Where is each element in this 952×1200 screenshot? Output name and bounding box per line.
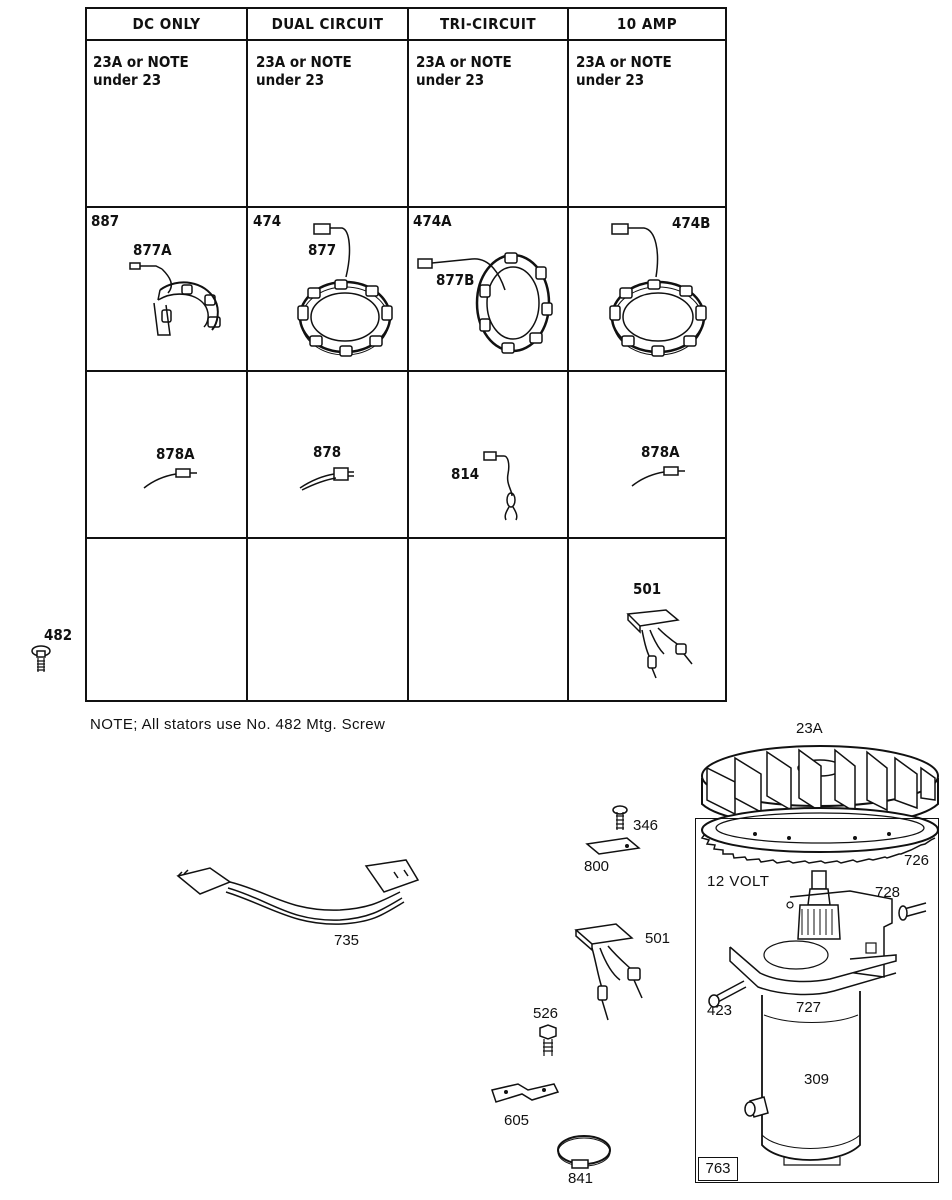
column-divider xyxy=(246,9,248,700)
header-dual-circuit: DUAL CIRCUIT xyxy=(271,15,384,33)
ring-gear-726-label: 726 xyxy=(904,852,930,869)
harness-part-number: 878 xyxy=(313,443,342,461)
harness-part-number: 878A xyxy=(156,445,195,463)
screw-526-drawing xyxy=(539,1024,557,1056)
stator-dc-only-drawing xyxy=(129,262,221,336)
flywheel-note: 23A or NOTE under 23 xyxy=(93,53,189,89)
header-tri-circuit: TRI-CIRCUIT xyxy=(439,15,537,33)
screw-482-label: 482 xyxy=(44,626,73,644)
screw-526-label: 526 xyxy=(533,1005,559,1022)
flywheel-23a-label: 23A xyxy=(796,720,823,737)
header-10-amp: 10 AMP xyxy=(616,15,678,33)
flywheel-note: 23A or NOTE under 23 xyxy=(416,53,512,89)
flywheel-note: 23A or NOTE under 23 xyxy=(256,53,352,89)
screw-346-label: 346 xyxy=(633,817,659,834)
harness-part-number: 878A xyxy=(641,443,680,461)
stator-tri-circuit-drawing xyxy=(417,252,553,354)
screw-346-drawing xyxy=(612,805,628,830)
motor-309-label: 309 xyxy=(804,1071,830,1088)
clip-605-label: 605 xyxy=(504,1112,530,1129)
harness-part-number: 814 xyxy=(451,465,480,483)
harness-878a-drawing xyxy=(143,468,197,489)
plate-800-drawing xyxy=(585,837,641,855)
flywheel-note: 23A or NOTE under 23 xyxy=(576,53,672,89)
starter-assembly-box xyxy=(695,818,939,1183)
harness-814-drawing xyxy=(483,451,518,521)
starter-voltage-label: 12 VOLT xyxy=(707,873,770,890)
stator-screw-note: NOTE; All stators use No. 482 Mtg. Screw xyxy=(90,716,386,733)
regulator-501-drawing xyxy=(574,923,643,1021)
clip-605-drawing xyxy=(491,1083,560,1103)
stator-dual-circuit-drawing xyxy=(297,223,393,357)
stator-lead-number: 877 xyxy=(308,241,337,259)
harness-878a-10amp-drawing xyxy=(631,466,685,487)
stator-lead-number: 877B xyxy=(436,271,475,289)
starter-box-763-label: 763 xyxy=(698,1157,738,1181)
clamp-841-drawing xyxy=(557,1135,611,1169)
stator-part-number: 474A xyxy=(413,212,452,230)
cord-735-label: 735 xyxy=(334,932,360,949)
stator-application-table: DC ONLY DUAL CIRCUIT TRI-CIRCUIT 10 AMP … xyxy=(85,7,727,702)
screw-482-drawing xyxy=(31,645,51,672)
column-divider xyxy=(567,9,569,700)
header-dc-only: DC ONLY xyxy=(132,15,201,33)
row-divider xyxy=(87,206,725,208)
row-divider xyxy=(87,370,725,372)
stator-lead-number: 877A xyxy=(133,241,172,259)
stator-part-number: 474B xyxy=(672,214,711,232)
stator-part-number: 474 xyxy=(253,212,282,230)
rectifier-501-table-drawing xyxy=(626,609,693,679)
flywheel-23a-drawing xyxy=(700,745,939,864)
harness-878-drawing xyxy=(299,467,354,491)
stator-10-amp-drawing xyxy=(609,223,707,357)
column-divider xyxy=(407,9,409,700)
row-divider xyxy=(87,39,725,41)
bracket-727-label: 727 xyxy=(796,999,822,1016)
rectifier-part-number: 501 xyxy=(633,580,662,598)
stator-part-number: 887 xyxy=(91,212,120,230)
starter-motor-drawing xyxy=(708,870,927,1166)
clamp-841-label: 841 xyxy=(568,1170,594,1187)
cord-735-drawing xyxy=(176,859,420,925)
row-divider xyxy=(87,537,725,539)
plate-800-label: 800 xyxy=(584,858,610,875)
regulator-501-label: 501 xyxy=(645,930,671,947)
